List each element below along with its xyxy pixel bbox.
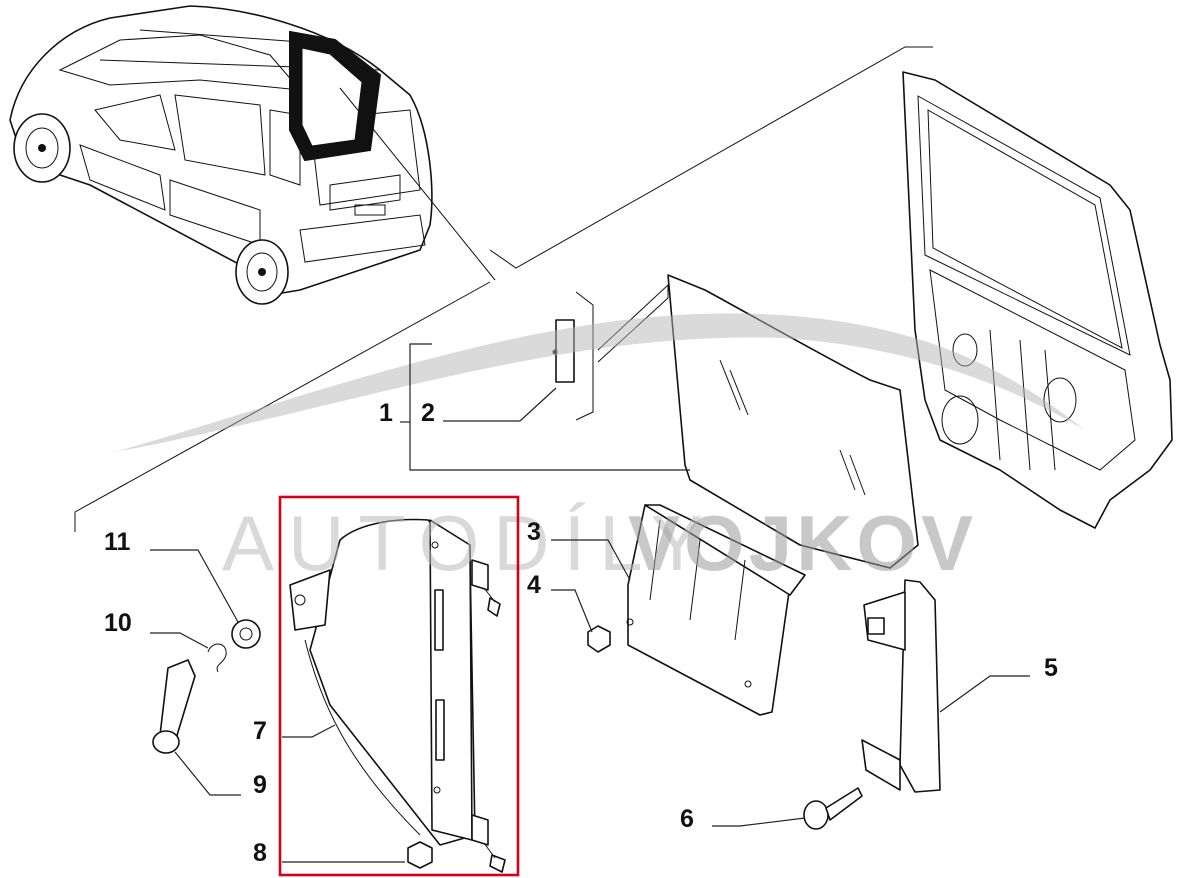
callout-5: 5 <box>1044 654 1058 682</box>
watermark-text-light: AUTODÍLY <box>222 499 717 587</box>
rear-door-panel <box>902 71 1173 529</box>
section-divider <box>74 46 933 532</box>
retaining-clip <box>207 643 227 673</box>
callout-10: 10 <box>104 609 132 637</box>
window-crank-handle <box>152 659 196 754</box>
highlight-box <box>278 495 520 877</box>
door-glass <box>667 274 919 569</box>
callout-4: 4 <box>527 571 541 599</box>
callout-6: 6 <box>680 805 694 833</box>
callout-labels: 1 2 3 4 5 6 7 8 9 10 11 <box>104 399 1058 867</box>
nut-part-4 <box>587 625 611 653</box>
callout-2: 2 <box>421 399 435 427</box>
screw-part-6 <box>803 787 863 830</box>
callout-7: 7 <box>253 717 267 745</box>
watermark-text-bold: VOJKOV <box>628 499 977 587</box>
window-regulator <box>289 518 506 873</box>
glass-guide-rail <box>861 579 941 793</box>
nut-part-8 <box>407 841 433 869</box>
callout-1: 1 <box>379 399 393 427</box>
leader-lines <box>150 343 1030 863</box>
callout-11: 11 <box>104 528 131 556</box>
callout-3: 3 <box>527 518 541 546</box>
car-illustration <box>9 5 496 305</box>
handle-bushing <box>231 619 261 649</box>
inner-panel <box>626 504 806 716</box>
callout-9: 9 <box>253 771 267 799</box>
callout-8: 8 <box>253 839 267 867</box>
watermark: AUTODÍLY VOJKOV <box>115 313 1085 587</box>
